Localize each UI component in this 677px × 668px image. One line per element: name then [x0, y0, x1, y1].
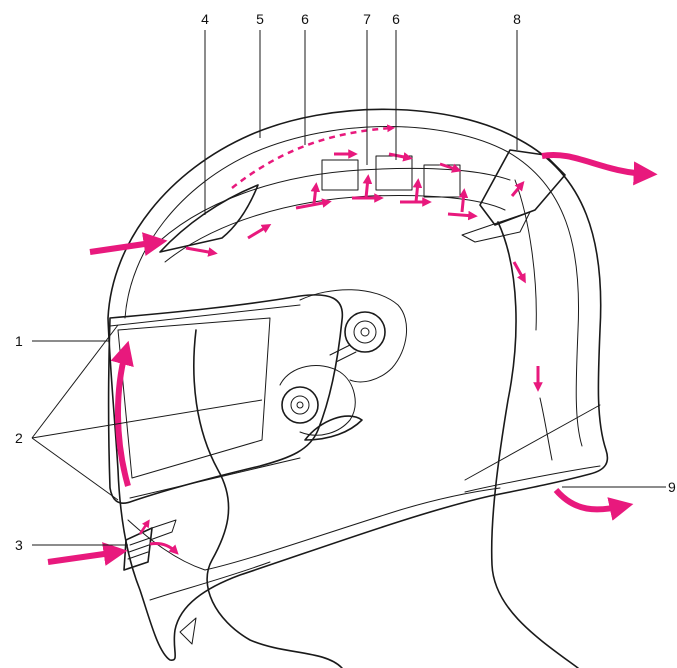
callout-5: 5 [256, 11, 264, 27]
visor-pivot-icon [280, 290, 407, 440]
airflow-arrow-icon [416, 182, 418, 202]
callout-6-right: 6 [392, 11, 400, 27]
head-outline [194, 222, 578, 668]
airflow-arrows [48, 128, 648, 562]
callout-4: 4 [201, 11, 209, 27]
callout-1: 1 [15, 333, 23, 349]
airflow-arrow-icon [90, 242, 158, 252]
callout-6-left: 6 [301, 11, 309, 27]
airflow-arrow-icon [296, 202, 328, 208]
airflow-arrow-icon [514, 262, 524, 280]
airflow-arrow-icon [48, 552, 118, 562]
top-vent-channel [150, 150, 565, 262]
airflow-arrow-icon [556, 490, 624, 509]
callout-2: 2 [15, 430, 23, 446]
callout-9: 9 [668, 479, 676, 495]
airflow-arrow-icon [542, 155, 648, 174]
airflow-arrow-icon [248, 226, 268, 238]
callout-8: 8 [513, 11, 521, 27]
callout-3: 3 [15, 537, 23, 553]
airflow-arrow-icon [389, 154, 409, 158]
helmet-shell [108, 109, 607, 660]
airflow-arrow-icon [448, 214, 474, 216]
callout-7: 7 [363, 11, 371, 27]
airflow-arrow-icon [314, 186, 316, 204]
airflow-arrow-icon [186, 248, 214, 253]
airflow-arrow-icon [462, 192, 464, 212]
airflow-arrow-icon [366, 178, 368, 198]
callout-leaders [32, 30, 666, 545]
airflow-arrow-icon [150, 543, 176, 552]
